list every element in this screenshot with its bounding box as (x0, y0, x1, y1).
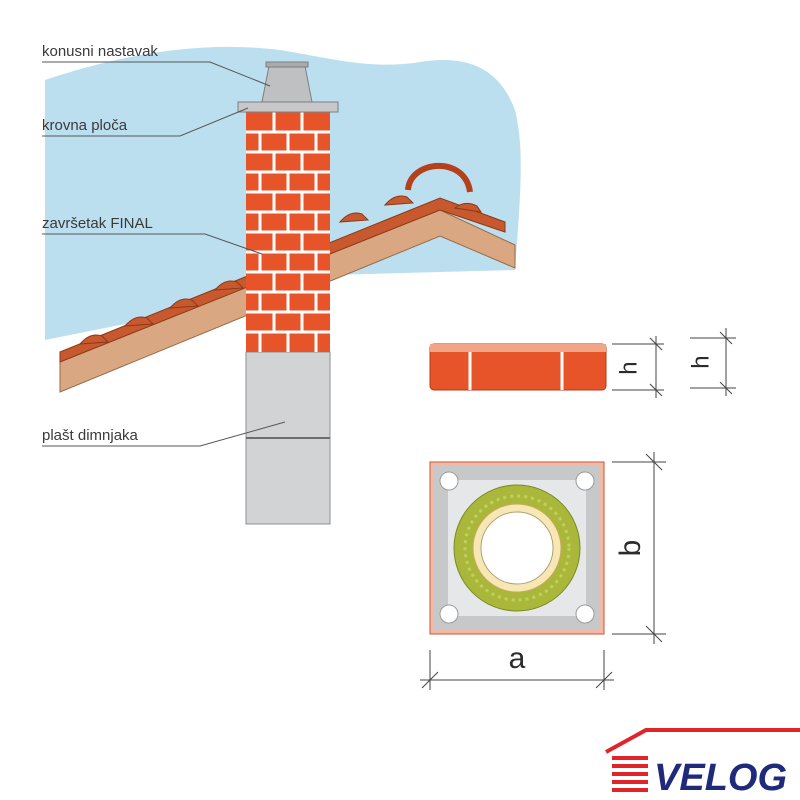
block-side-view (429, 343, 607, 391)
dimension-h-right (690, 328, 736, 396)
svg-text:plašt dimnjaka: plašt dimnjaka (42, 427, 139, 444)
dimension-a-label: a (509, 642, 526, 675)
svg-text:krovna ploča: krovna ploča (42, 117, 128, 134)
svg-text:završetak FINAL: završetak FINAL (42, 215, 153, 232)
dimension-b (612, 452, 666, 644)
roof-tiles (59, 195, 506, 363)
dimension-b-label: b (614, 540, 647, 557)
label-cone-cap: konusni nastavak (42, 43, 271, 87)
cone-cap (261, 65, 313, 103)
svg-text:konusni nastavak: konusni nastavak (42, 43, 158, 60)
label-roof-plate: krovna ploča (42, 107, 249, 137)
block-plan-view (429, 461, 605, 635)
velog-logo: VELOG (605, 728, 800, 799)
label-chimney-shell: plašt dimnjaka (42, 421, 286, 447)
label-final-finish: završetak FINAL (42, 215, 263, 255)
dimension-a (420, 650, 614, 690)
logo-stripes-icon (612, 756, 648, 792)
roof-plate (237, 101, 339, 113)
dimension-h-left-label: h (615, 361, 642, 374)
cone-cap-rim (265, 61, 309, 68)
dimension-h-left (612, 336, 664, 398)
ridge-cap (405, 162, 473, 193)
dimension-h-right-label: h (687, 355, 714, 368)
logo-wordmark: VELOG (654, 757, 787, 799)
logo-roof-icon (605, 728, 800, 754)
brick-mortar (246, 112, 330, 352)
